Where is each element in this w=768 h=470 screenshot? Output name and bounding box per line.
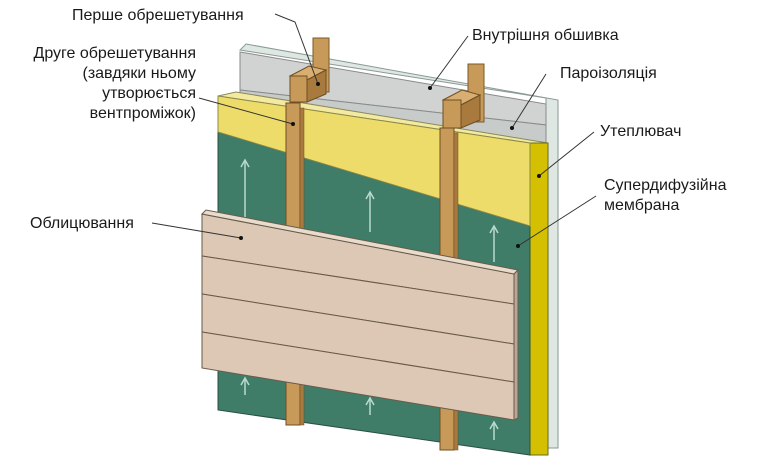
airflow-arrow: [489, 224, 499, 262]
label-membrane-line1: Супердифузійна: [604, 177, 727, 194]
first-batten-block-right: [441, 89, 482, 129]
leader-inner-lining: [429, 35, 469, 89]
leader-lines: [151, 13, 597, 247]
label-second-battens-line4: вентпроміжок): [89, 105, 196, 122]
airflow-arrow: [240, 158, 250, 218]
leader-vapor-barrier: [511, 73, 547, 129]
airflow-arrow: [489, 420, 499, 440]
leader-membrane: [517, 195, 597, 247]
label-second-battens-line2: (завдяки ньому: [82, 65, 196, 82]
label-cladding: Облицювання: [30, 215, 134, 232]
label-inner-lining: Внутрішня обшивка: [472, 27, 619, 44]
cladding-boards: [200, 209, 520, 421]
label-second-battens: Друге обрешетування (завдяки ньому утвор…: [10, 44, 196, 124]
label-vapor-barrier: Пароізоляція: [560, 65, 657, 82]
leader-dots: [239, 82, 541, 248]
leader-first-battens: [274, 13, 319, 85]
leader-second-battens: [198, 97, 294, 125]
label-membrane: Супердифузійна мембрана: [604, 176, 726, 216]
airflow-arrow: [365, 190, 375, 232]
airflow-arrows: [240, 158, 499, 440]
label-second-battens-line3: утворюється: [102, 85, 196, 102]
airflow-arrow: [240, 376, 250, 395]
label-first-battens: Перше обрешетування: [72, 7, 244, 24]
cladding-board-side: [513, 268, 519, 421]
label-membrane-line2: мембрана: [604, 197, 680, 214]
airflow-arrow: [365, 396, 375, 415]
label-second-battens-line1: Друге обрешетування: [33, 45, 196, 62]
leader-insulation: [538, 131, 595, 177]
first-batten-block-left: [288, 65, 328, 103]
insulation-side: [529, 142, 549, 456]
leader-cladding: [151, 222, 242, 239]
label-insulation: Утеплювач: [600, 123, 682, 140]
